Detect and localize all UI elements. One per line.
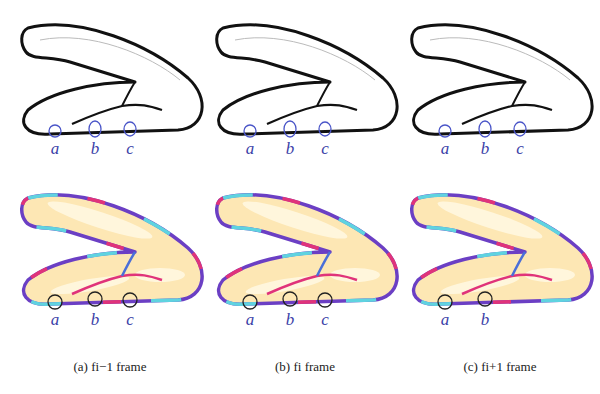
point-label: b [481,311,490,330]
point-label: c [321,140,329,159]
marker-circles [49,121,526,137]
colored-frame [412,195,592,304]
point-label: b [286,311,295,330]
point-label: b [91,140,100,159]
point-label: a [246,140,255,159]
point-label: b [286,140,295,159]
frame-caption: (a) fi−1 frame [73,360,146,374]
frame-caption: (b) fi frame [275,360,335,374]
point-label: a [51,140,60,159]
point-label: c [126,140,134,159]
point-label: a [246,311,255,330]
point-label: a [441,311,450,330]
marker-circles [48,292,492,309]
colored-frame [217,195,397,304]
sketch-frame [412,25,592,134]
point-label: c [126,311,134,330]
point-label: a [51,311,60,330]
point-label: c [516,140,524,159]
frame-caption: (c) fi+1 frame [463,360,536,374]
point-label: b [91,311,100,330]
colored-frame [22,195,202,304]
point-label: a [441,140,450,159]
sketch-frame [217,25,397,134]
point-label: c [321,311,329,330]
sketch-frame [22,25,202,134]
point-label: b [481,140,490,159]
